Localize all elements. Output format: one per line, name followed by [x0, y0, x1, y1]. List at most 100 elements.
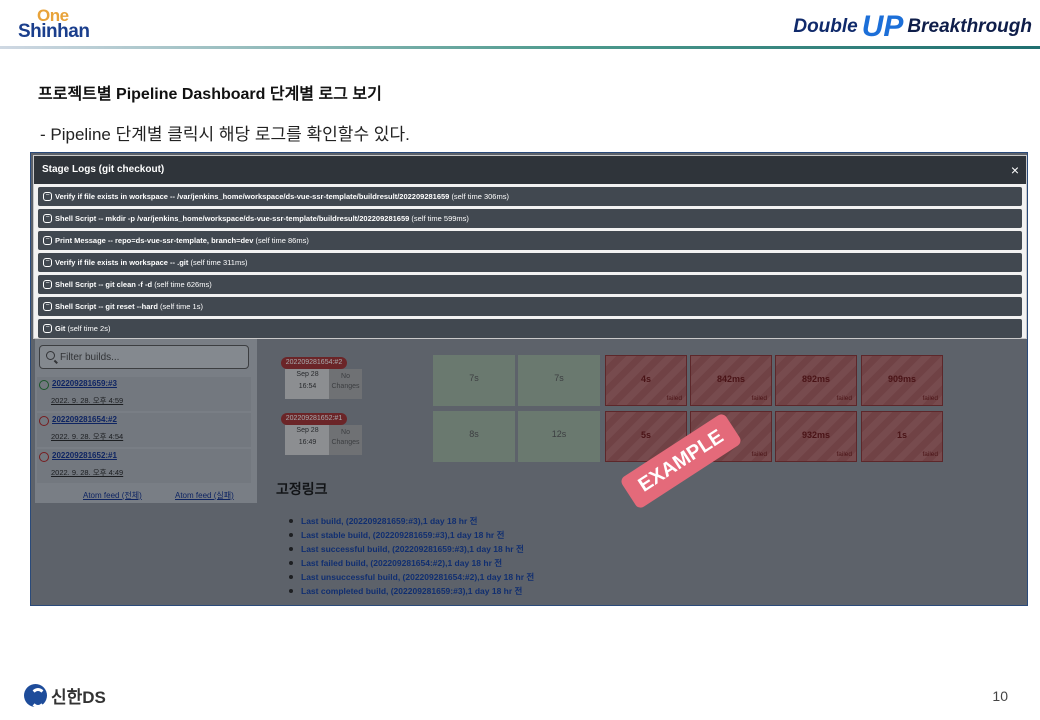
build-date[interactable]: 2022. 9. 28. 오후 4:54	[51, 432, 124, 441]
stage-cell[interactable]: 1s failed	[861, 411, 943, 462]
permalinks-list: Last build, (202209281659:#3),1 day 18 h…	[289, 515, 534, 599]
log-label: Verify if file exists in workspace -- .g…	[55, 258, 189, 267]
log-row[interactable]: −Verify if file exists in workspace -- /…	[38, 187, 1022, 206]
stage-cell[interactable]: 892ms failed	[775, 355, 857, 406]
build-item[interactable]: 202209281654:#2 2022. 9. 28. 오후 4:54	[37, 413, 251, 447]
log-row[interactable]: −Shell Script -- git clean -f -d (self t…	[38, 275, 1022, 294]
atom-feed-failed-link[interactable]: Atom feed (실패)	[175, 491, 234, 500]
log-row[interactable]: −Print Message -- repo=ds-vue-ssr-templa…	[38, 231, 1022, 250]
permalink-item[interactable]: Last successful build, (202209281659:#3)…	[289, 543, 534, 557]
stage-cell[interactable]: 4s failed	[605, 355, 687, 406]
stage-time: 1s	[896, 430, 907, 440]
log-row[interactable]: −Shell Script -- git reset --hard (self …	[38, 297, 1022, 316]
permalink-item[interactable]: Last stable build, (202209281659:#3),1 d…	[289, 529, 534, 543]
build-item[interactable]: 202209281652:#1 2022. 9. 28. 오후 4:49	[37, 449, 251, 483]
page-title: 프로젝트별 Pipeline Dashboard 단계별 로그 보기	[38, 86, 382, 103]
close-icon[interactable]: ×	[1010, 162, 1020, 178]
stage-row: 202209281654:#2 Sep 28 16:54 No Changes …	[277, 353, 949, 407]
build-date-box: Sep 28 16:54	[285, 369, 330, 399]
permalinks-title: 고정링크	[276, 481, 328, 497]
stage-time: 932ms	[801, 430, 831, 440]
stage-time: 7s	[554, 373, 564, 383]
stage-time: 4s	[640, 374, 651, 384]
log-self-time: (self time 2s)	[67, 324, 111, 333]
page-subtitle: - Pipeline 단계별 클릭시 해당 로그를 확인할수 있다.	[40, 125, 410, 144]
collapse-icon[interactable]: −	[43, 324, 52, 333]
collapse-icon[interactable]: −	[43, 214, 52, 223]
log-label: Verify if file exists in workspace -- /v…	[55, 192, 450, 201]
build-day: Sep 28	[296, 427, 319, 434]
build-item[interactable]: 202209281659:#3 2022. 9. 28. 오후 4:59	[37, 377, 251, 411]
build-date[interactable]: 2022. 9. 28. 오후 4:59	[51, 396, 124, 405]
modal-title: Stage Logs (git checkout)	[34, 156, 1026, 184]
jenkins-screenshot: Filter builds... 202209281659:#3 2022. 9…	[30, 152, 1028, 606]
failed-note: failed	[922, 451, 938, 458]
build-date-box: Sep 28 16:49	[285, 425, 330, 455]
footer-logo: 신한DS	[24, 683, 106, 708]
stage-time: 909ms	[887, 374, 917, 384]
permalink-item[interactable]: Last build, (202209281659:#3),1 day 18 h…	[289, 515, 534, 529]
stage-time: 8s	[469, 429, 479, 439]
stage-time: 12s	[551, 429, 567, 439]
failed-note: failed	[836, 395, 852, 402]
collapse-icon[interactable]: −	[43, 258, 52, 267]
brand-double: Double	[793, 16, 858, 37]
permalink-item[interactable]: Last unsuccessful build, (202209281654:#…	[289, 571, 534, 585]
failed-icon	[39, 452, 49, 462]
stage-cell[interactable]: 12s	[518, 411, 600, 462]
collapse-icon[interactable]: −	[43, 236, 52, 245]
permalink-item[interactable]: Last failed build, (202209281654:#2),1 d…	[289, 557, 534, 571]
build-badge[interactable]: 202209281654:#2	[281, 357, 347, 369]
failed-note: failed	[922, 395, 938, 402]
stage-logs-modal: Stage Logs (git checkout) × −Verify if f…	[33, 155, 1027, 339]
collapse-icon[interactable]: −	[43, 280, 52, 289]
permalink-item[interactable]: Last completed build, (202209281659:#3),…	[289, 585, 534, 599]
failed-note: failed	[666, 395, 682, 402]
footer-logo-text: 신한DS	[51, 688, 106, 707]
log-row[interactable]: −Verify if file exists in workspace -- .…	[38, 253, 1022, 272]
logo-shinhan: Shinhan	[18, 21, 90, 42]
build-name[interactable]: 202209281654:#2	[52, 415, 117, 424]
stage-time: 842ms	[716, 374, 746, 384]
header-divider	[0, 46, 1040, 49]
stage-cell[interactable]: 7s	[518, 355, 600, 406]
collapse-icon[interactable]: −	[43, 302, 52, 311]
log-row[interactable]: −Git (self time 2s)	[38, 319, 1022, 338]
changes-box: No Changes	[329, 425, 362, 455]
stage-cell[interactable]: 932ms failed	[775, 411, 857, 462]
build-time: 16:54	[298, 383, 317, 390]
log-self-time: (self time 311ms)	[190, 258, 248, 267]
collapse-icon[interactable]: −	[43, 192, 52, 201]
failed-note: failed	[751, 451, 767, 458]
log-label: Print Message -- repo=ds-vue-ssr-templat…	[55, 236, 254, 245]
stage-cell[interactable]: 7s	[433, 355, 515, 406]
logo-one: One	[37, 6, 69, 25]
log-self-time: (self time 599ms)	[411, 214, 469, 223]
filter-builds-input[interactable]: Filter builds...	[39, 345, 249, 369]
build-date[interactable]: 2022. 9. 28. 오후 4:49	[51, 468, 124, 477]
failed-note: failed	[836, 451, 852, 458]
log-label: Shell Script -- git reset --hard	[55, 302, 158, 311]
atom-feed-all-link[interactable]: Atom feed (전체)	[83, 491, 142, 500]
build-badge[interactable]: 202209281652:#1	[281, 413, 347, 425]
stage-cell[interactable]: 909ms failed	[861, 355, 943, 406]
brand-breakthrough: Breakthrough	[907, 16, 1032, 37]
failed-icon	[39, 416, 49, 426]
brand-logo: Double UP Breakthrough	[793, 10, 1032, 44]
build-day: Sep 28	[296, 371, 319, 378]
log-label: Shell Script -- mkdir -p /var/jenkins_ho…	[55, 214, 410, 223]
filter-placeholder: Filter builds...	[60, 351, 120, 363]
changes-box: No Changes	[329, 369, 362, 399]
stage-time: 892ms	[801, 374, 831, 384]
log-self-time: (self time 306ms)	[451, 192, 509, 201]
build-name[interactable]: 202209281659:#3	[52, 379, 117, 388]
build-name[interactable]: 202209281652:#1	[52, 451, 117, 460]
log-row[interactable]: −Shell Script -- mkdir -p /var/jenkins_h…	[38, 209, 1022, 228]
log-self-time: (self time 626ms)	[154, 280, 212, 289]
stage-cell[interactable]: 8s	[433, 411, 515, 462]
log-label: Git	[55, 324, 66, 333]
brand-up: UP	[861, 10, 904, 43]
build-time: 16:49	[298, 439, 317, 446]
